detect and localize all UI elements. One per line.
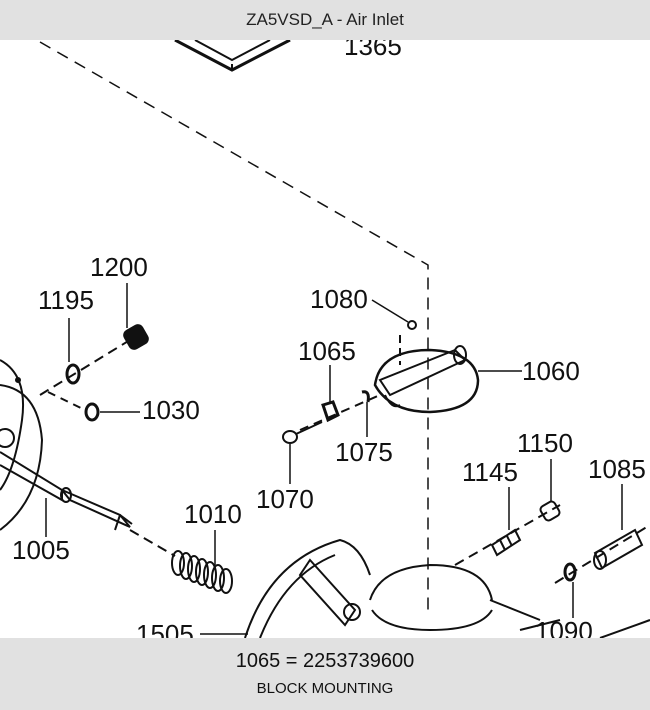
- part-1060-shape[interactable]: [373, 345, 480, 414]
- callout-1090[interactable]: 1090: [535, 616, 593, 638]
- callout-1505[interactable]: 1505: [136, 619, 194, 638]
- part-1150-shape[interactable]: [539, 500, 561, 522]
- callout-1075[interactable]: 1075: [335, 437, 393, 467]
- assembly-axis: [39, 41, 429, 615]
- part-1070-shape[interactable]: [282, 421, 323, 444]
- part-left-flange-shape[interactable]: [0, 359, 44, 531]
- exploded-parts-diagram[interactable]: 1365 1200 1195 1080 1065 1060 1030 1075 …: [0, 40, 650, 638]
- part-1145-shape[interactable]: [490, 528, 522, 557]
- callout-1060[interactable]: 1060: [522, 356, 580, 386]
- part-1030-shape[interactable]: [84, 402, 100, 422]
- window-title: ZA5VSD_A - Air Inlet: [246, 10, 404, 29]
- callout-1065[interactable]: 1065: [298, 336, 356, 366]
- callout-1085[interactable]: 1085: [588, 454, 646, 484]
- part-1075-shape[interactable]: [361, 390, 370, 403]
- ordering-number: 2253739600: [303, 650, 415, 672]
- title-bar: ZA5VSD_A - Air Inlet: [0, 0, 650, 40]
- callout-1195[interactable]: 1195: [38, 285, 94, 315]
- part-info-footer: 1065 = 2253739600 BLOCK MOUNTING: [0, 638, 650, 710]
- part-1085-shape[interactable]: [593, 528, 644, 570]
- part-1090-shape[interactable]: [563, 562, 577, 582]
- callout-1080[interactable]: 1080: [310, 284, 368, 314]
- callout-1200[interactable]: 1200: [90, 252, 148, 282]
- diagram-svg: 1365 1200 1195 1080 1065 1060 1030 1075 …: [0, 40, 650, 638]
- part-description: BLOCK MOUNTING: [256, 680, 394, 697]
- callout-1070[interactable]: 1070: [256, 484, 314, 514]
- part-1365-shape[interactable]: [174, 40, 291, 72]
- part-1065-shape[interactable]: [299, 394, 381, 431]
- part-1200-shape[interactable]: [122, 323, 149, 350]
- part-1080-shape[interactable]: [399, 320, 417, 365]
- selected-part-line: 1065 = 2253739600: [0, 650, 650, 673]
- callout-1150[interactable]: 1150: [517, 428, 573, 458]
- callout-1365[interactable]: 1365: [344, 40, 402, 61]
- equals-separator: =: [285, 650, 298, 672]
- part-1010-shape[interactable]: [171, 550, 233, 594]
- selected-part-number: 1065: [235, 650, 281, 672]
- callout-1010[interactable]: 1010: [184, 499, 242, 529]
- callout-1005[interactable]: 1005: [12, 535, 70, 565]
- callout-1030[interactable]: 1030: [142, 395, 200, 425]
- part-1005-shape[interactable]: [0, 451, 133, 531]
- part-1195-shape[interactable]: [65, 363, 81, 385]
- part-1505-shape[interactable]: [244, 538, 650, 638]
- callout-1145[interactable]: 1145: [462, 457, 518, 487]
- leader-lines: [45, 283, 623, 635]
